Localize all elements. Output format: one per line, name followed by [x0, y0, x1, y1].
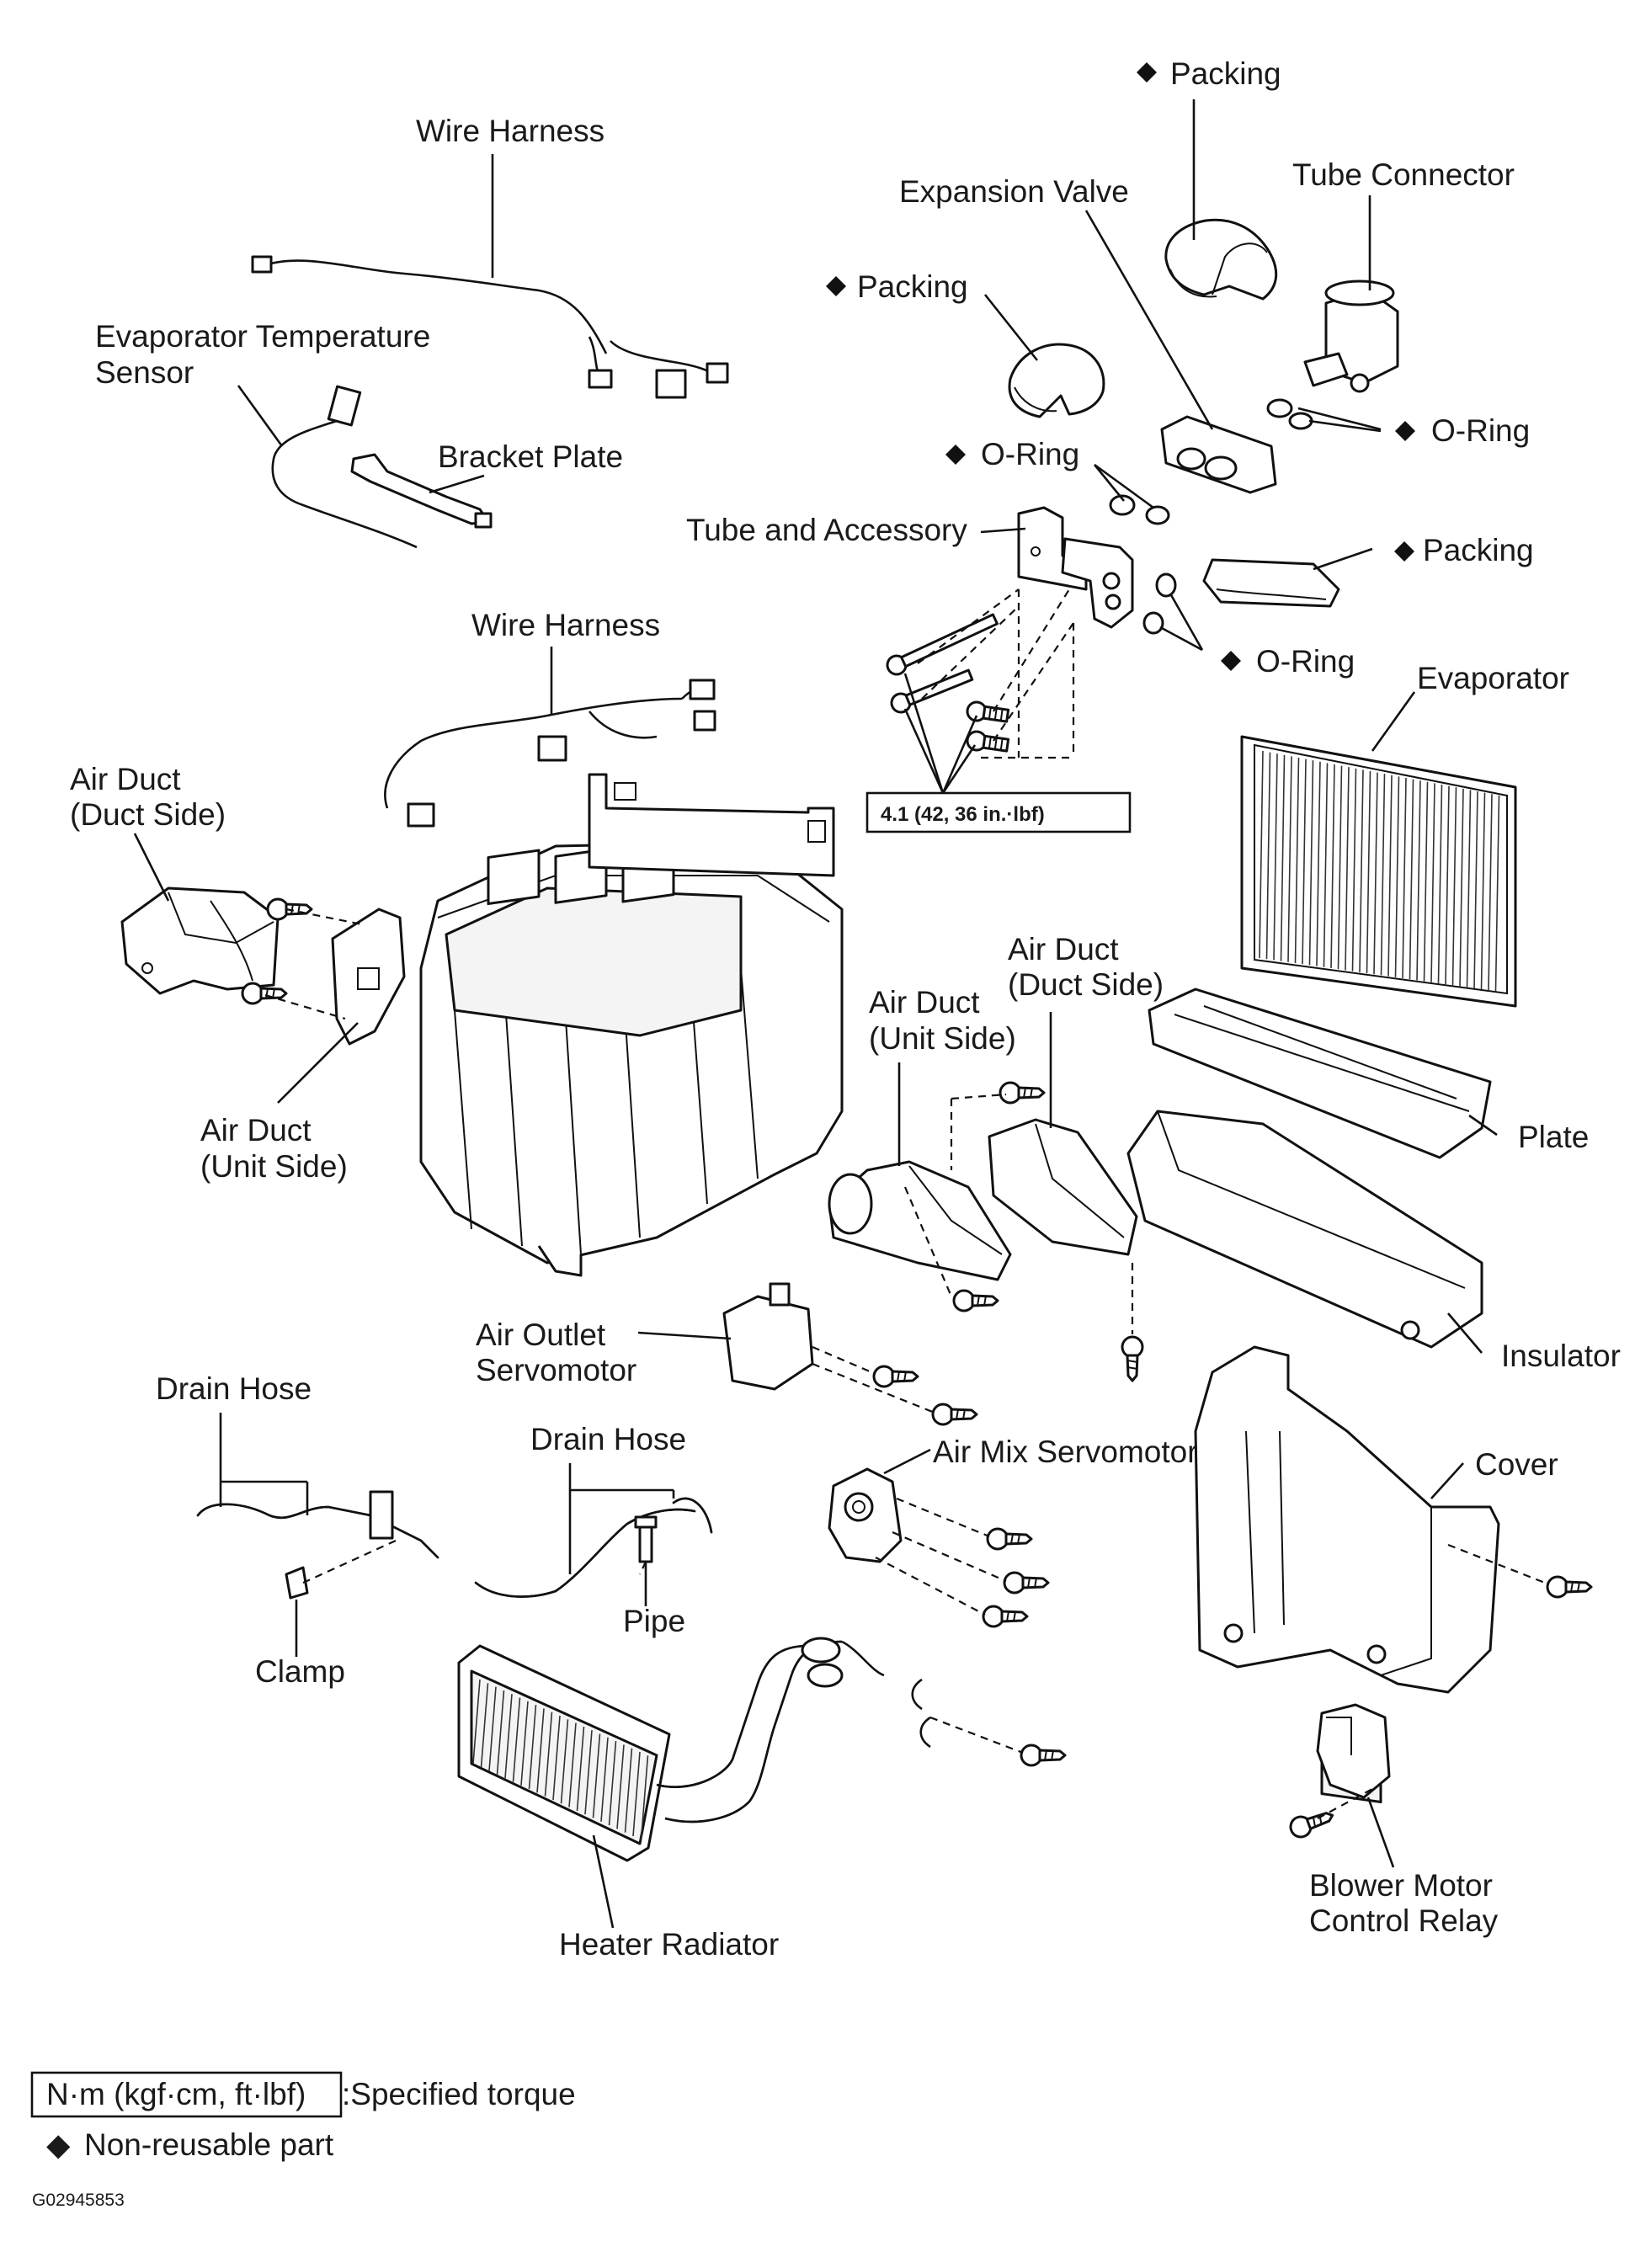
label-o-ring-mid: O-Ring	[981, 437, 1079, 471]
label-tube-and-accessory: Tube and Accessory	[686, 513, 967, 547]
air-duct-unit-side-left	[331, 908, 406, 1046]
blower-motor-control-relay	[1316, 1703, 1391, 1799]
label-air-duct-duct-side-left: Air Duct	[70, 762, 181, 796]
torque-spec-text: 4.1 (42, 36 in.·lbf)	[881, 803, 1045, 826]
air-duct-duct-side-center	[988, 1118, 1138, 1256]
air-outlet-servomotor	[722, 1282, 814, 1391]
heater-radiator	[457, 1637, 885, 1862]
heater-clips	[911, 1678, 931, 1749]
nonreusable-diamond-icon	[1394, 541, 1414, 562]
label-air-mix-servomotor: Air Mix Servomotor	[933, 1435, 1198, 1469]
assembly-dash-lines	[264, 588, 1550, 1819]
air-mix-servomotor	[828, 1467, 903, 1563]
legend-diamond-icon: ◆	[46, 2127, 71, 2162]
evaporator	[1240, 735, 1517, 1008]
o-rings-lower	[1142, 572, 1177, 635]
label-air-duct-duct-side-right-line2: (Duct Side)	[1008, 967, 1164, 1002]
part-labels: Packing Tube Connector Expansion Valve W…	[70, 56, 1621, 1962]
drain-hose-left	[196, 1490, 439, 1559]
legend: N·m (kgf·cm, ft·lbf) :Specified torque ◆…	[30, 2071, 576, 2210]
legend-torque-unit: N·m (kgf·cm, ft·lbf)	[46, 2077, 306, 2111]
label-clamp: Clamp	[255, 1654, 345, 1689]
packing-top	[1164, 218, 1278, 301]
label-bracket-plate: Bracket Plate	[438, 439, 623, 474]
legend-torque-desc: :Specified torque	[342, 2077, 576, 2111]
wire-harness-upper	[251, 255, 729, 399]
tube-connector	[1303, 280, 1399, 393]
nonreusable-diamond-icon	[945, 445, 966, 465]
plate	[1148, 988, 1492, 1159]
nonreusable-diamond-icon	[1221, 651, 1241, 671]
label-insulator: Insulator	[1501, 1339, 1621, 1373]
leader-lines	[133, 99, 1498, 1929]
label-cover: Cover	[1475, 1447, 1558, 1482]
label-plate: Plate	[1518, 1120, 1589, 1154]
label-tube-connector: Tube Connector	[1292, 157, 1515, 192]
label-air-duct-unit-side-right: Air Duct	[869, 985, 980, 1020]
packing-right	[1202, 558, 1340, 608]
label-heater-radiator: Heater Radiator	[559, 1927, 779, 1962]
air-duct-unit-side-center	[828, 1160, 1012, 1281]
label-wire-harness-top: Wire Harness	[416, 114, 604, 148]
label-air-duct-duct-side-left-line2: (Duct Side)	[70, 797, 226, 832]
label-air-duct-duct-side-right: Air Duct	[1008, 932, 1119, 966]
expansion-valve	[1160, 415, 1277, 494]
label-o-ring-lower: O-Ring	[1256, 644, 1355, 679]
nonreusable-diamond-icon	[826, 276, 846, 296]
clamp	[285, 1566, 309, 1600]
label-drain-hose-left: Drain Hose	[156, 1371, 312, 1406]
tube-accessory-bolts	[886, 613, 1010, 756]
label-evap-temp-sensor-line2: Sensor	[95, 355, 194, 390]
figure-code: G02945853	[32, 2191, 125, 2210]
label-air-outlet-servomotor-line2: Servomotor	[476, 1353, 636, 1387]
label-air-duct-unit-side-left-line2: (Unit Side)	[200, 1149, 348, 1184]
o-rings-right	[1266, 398, 1313, 430]
heater-unit-housing	[419, 773, 844, 1277]
label-packing-left: Packing	[857, 269, 968, 304]
label-evap-temp-sensor: Evaporator Temperature	[95, 319, 430, 354]
o-rings-mid	[1109, 494, 1170, 525]
legend-nonreusable-desc: Non-reusable part	[84, 2127, 334, 2162]
air-duct-duct-side-left	[120, 886, 280, 995]
label-expansion-valve: Expansion Valve	[899, 174, 1129, 209]
label-o-ring-right: O-Ring	[1431, 413, 1530, 448]
label-blower-relay-line2: Control Relay	[1309, 1903, 1499, 1938]
label-pipe: Pipe	[623, 1604, 685, 1638]
bracket-plate	[350, 453, 493, 529]
label-blower-relay: Blower Motor	[1309, 1868, 1493, 1903]
insulator	[1126, 1110, 1483, 1349]
label-packing-right: Packing	[1423, 533, 1534, 567]
nonreusable-diamond-icon	[1137, 62, 1157, 83]
torque-spec-box: 4.1 (42, 36 in.·lbf)	[865, 791, 1132, 833]
pipe	[634, 1515, 658, 1563]
label-wire-harness-mid: Wire Harness	[471, 608, 660, 642]
evaporator-temperature-sensor	[271, 385, 418, 549]
torque-legend-box	[30, 2071, 343, 2118]
nonreusable-diamond-icon	[1395, 421, 1415, 441]
label-packing-top: Packing	[1170, 56, 1281, 91]
tube-and-accessory	[1017, 506, 1134, 629]
packing-left	[1008, 343, 1105, 418]
label-evaporator: Evaporator	[1417, 661, 1569, 695]
drain-hose-right	[474, 1497, 713, 1598]
label-drain-hose-right: Drain Hose	[530, 1422, 686, 1456]
label-air-duct-unit-side-left: Air Duct	[200, 1113, 312, 1147]
wire-harness-mid	[384, 679, 716, 828]
label-air-outlet-servomotor: Air Outlet	[476, 1318, 606, 1352]
label-air-duct-unit-side-right-line2: (Unit Side)	[869, 1021, 1016, 1056]
